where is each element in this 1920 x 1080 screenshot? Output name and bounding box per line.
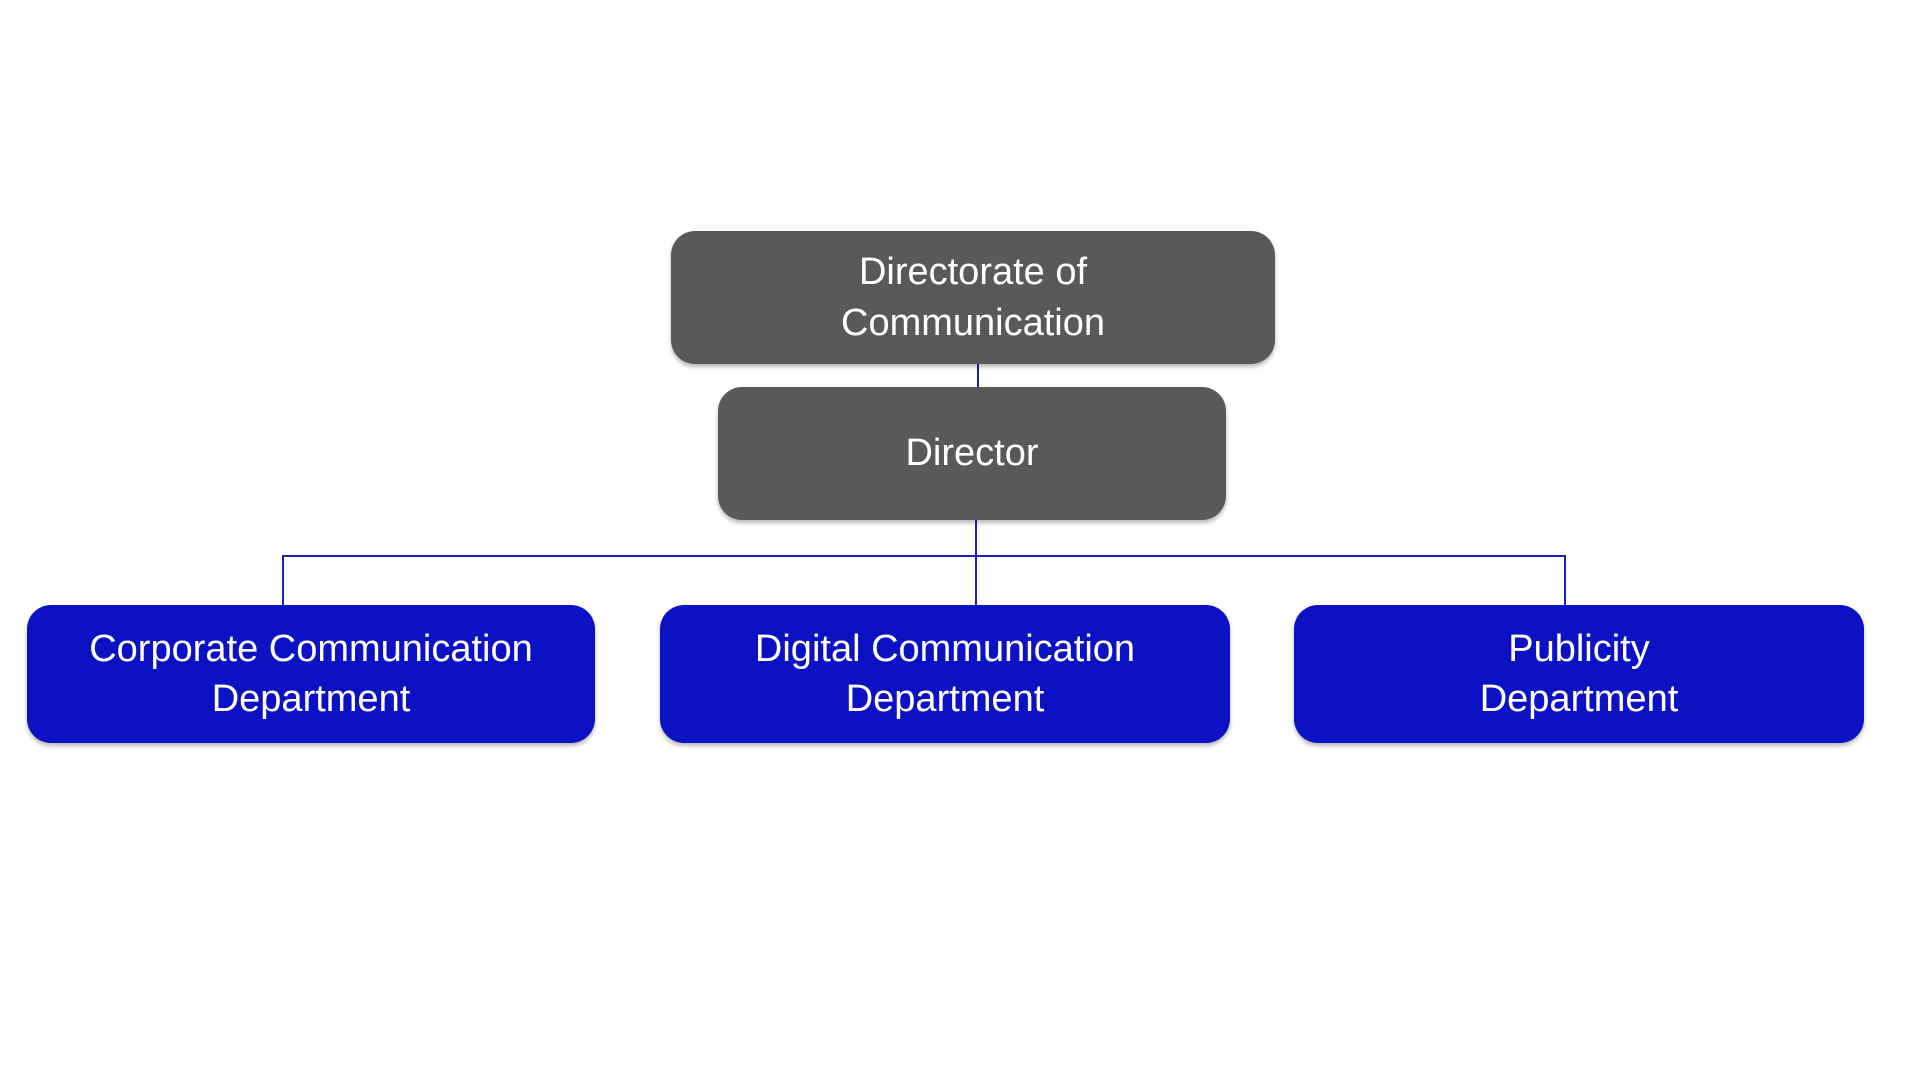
connector-horizontal-bar	[282, 555, 1566, 557]
org-node-label: Directorate of Communication	[841, 251, 1105, 344]
org-node-directorate-of-communication: Directorate of Communication	[671, 231, 1275, 364]
org-node-label: Corporate Communication Department	[89, 627, 533, 720]
connector-directorate-to-director	[977, 364, 979, 389]
org-node-director: Director	[718, 387, 1226, 520]
connector-director-stem	[975, 520, 977, 606]
org-node-publicity-department: Publicity Department	[1294, 605, 1864, 743]
org-node-label: Publicity Department	[1479, 627, 1679, 720]
org-node-corporate-communication-department: Corporate Communication Department	[27, 605, 595, 743]
org-node-label: Digital Communication Department	[754, 627, 1136, 720]
org-node-digital-communication-department: Digital Communication Department	[660, 605, 1230, 743]
connector-drop-corporate-communication	[282, 555, 284, 606]
org-node-label: Director	[905, 432, 1039, 475]
connector-drop-publicity	[1564, 555, 1566, 606]
